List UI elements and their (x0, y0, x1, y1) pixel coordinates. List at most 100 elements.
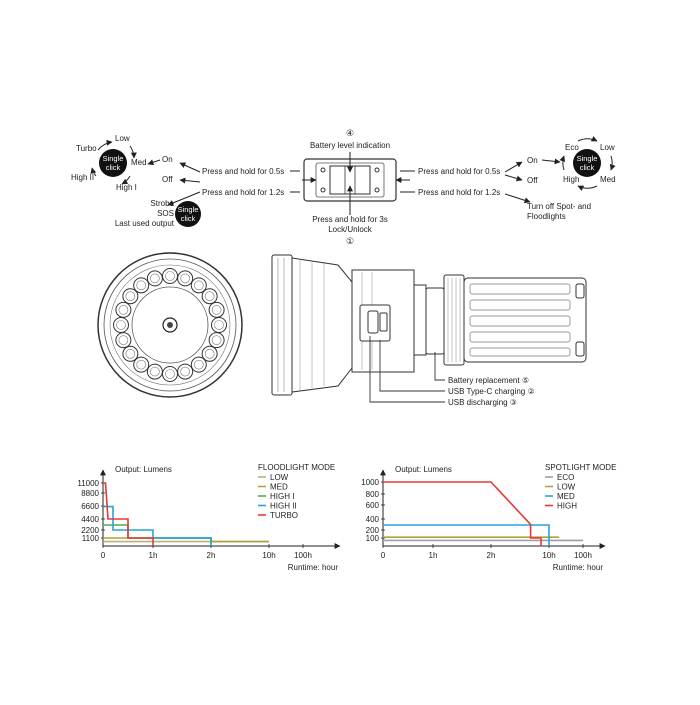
hold-arrow (504, 161, 523, 173)
led-icon (113, 317, 129, 333)
x-axis-title: Runtime: hour (288, 563, 339, 572)
legend-label: LOW (270, 473, 289, 482)
screw-icon (374, 167, 380, 173)
battery-replacement-label: Battery replacement ⑤ (448, 376, 529, 385)
callout-number-1: ① (346, 236, 354, 246)
y-tick-label: 1000 (361, 478, 379, 487)
series-line-high-ii (103, 505, 212, 546)
single-click-button-icon (175, 201, 201, 227)
led-lens-icon (180, 273, 190, 284)
floodlight-runtime-chart: Output: Lumens11000880066004400220011000… (77, 463, 341, 572)
on-label: On (527, 156, 538, 165)
led-lens-icon (180, 366, 190, 377)
usb-a-port-icon (379, 312, 388, 332)
y-tick-label: 6600 (81, 502, 99, 511)
x-tick-label: 1h (429, 551, 438, 560)
mode-high1-label: High I (116, 183, 137, 192)
x-tick-label: 10h (262, 551, 275, 560)
single-click-label: Single (103, 154, 124, 163)
x-tick-label: 0 (101, 551, 106, 560)
series-line-high (383, 481, 542, 546)
y-tick-label: 100 (366, 534, 380, 543)
tail-switch-diagram: ④ Battery level indication Press and hol… (302, 128, 410, 246)
led-lens-icon (136, 359, 146, 370)
led-lens-icon (214, 320, 224, 330)
led-icon (208, 301, 225, 318)
y-tick-label: 400 (366, 515, 380, 524)
mode-turbo-label: Turbo (76, 144, 97, 153)
x-tick-label: 2h (207, 551, 216, 560)
mode-low-label: Low (115, 134, 130, 143)
series-line-med (383, 524, 550, 546)
led-lens-icon (150, 366, 160, 377)
single-click-label: Single (577, 154, 598, 163)
hold-12-label: Press and hold for 1.2s (202, 188, 284, 197)
mode-low-label: Low (600, 143, 615, 152)
hold-arrow (179, 162, 201, 173)
led-lens-icon (118, 305, 129, 315)
y-tick-label: 600 (366, 501, 380, 510)
legend-label: TURBO (270, 511, 298, 520)
led-icon (177, 363, 194, 380)
legend-label: LOW (557, 483, 576, 492)
legend-label: MED (557, 492, 575, 501)
led-icon (177, 270, 194, 287)
led-icon (208, 332, 225, 349)
single-click-label: click (181, 214, 196, 223)
front-view-drawing (97, 252, 243, 398)
legend-label: ECO (557, 473, 574, 482)
cycle-arrow-icon (609, 155, 616, 171)
cycle-arrow-icon (90, 167, 97, 177)
led-icon (122, 288, 139, 305)
sos-label: SOS (157, 209, 174, 218)
x-tick-label: 100h (294, 551, 312, 560)
y-tick-label: 800 (366, 490, 380, 499)
turn-off-label: Turn off Spot- and (527, 202, 591, 211)
y-tick-label: 2200 (81, 526, 99, 535)
led-icon (201, 345, 218, 362)
y-tick-label: 1100 (82, 534, 100, 543)
x-tick-label: 0 (381, 551, 386, 560)
legend-title: FLOODLIGHT MODE (258, 463, 335, 472)
center-lens-icon (162, 317, 178, 333)
x-tick-label: 10h (542, 551, 555, 560)
screw-icon (320, 187, 326, 193)
mode-med-label: Med (600, 175, 616, 184)
y-axis-title: Output: Lumens (115, 465, 172, 474)
led-icon (146, 363, 163, 380)
led-lens-icon (211, 305, 222, 315)
strobe-label: Strobe (150, 199, 174, 208)
led-icon (162, 268, 178, 284)
hold-arrow (167, 191, 201, 206)
mode-eco-label: Eco (565, 143, 579, 152)
callout-lines (369, 336, 445, 403)
led-icon (115, 301, 132, 318)
hold-arrow (179, 177, 201, 184)
led-icon (201, 288, 218, 305)
usb-c-charging-label: USB Type-C charging ② (448, 387, 535, 396)
floodlight-ui-diagram: Single click Low Turbo Med High II High … (71, 134, 300, 228)
led-icon (133, 277, 150, 294)
on-arrow (541, 158, 561, 165)
y-axis-title: Output: Lumens (395, 465, 452, 474)
single-click-label: click (106, 163, 121, 172)
led-lens-icon (150, 273, 160, 284)
y-tick-label: 11000 (77, 479, 99, 488)
led-icon (211, 317, 227, 333)
hold-12-label: Press and hold for 1.2s (418, 188, 500, 197)
mode-high-label: High (563, 175, 579, 184)
led-icon (190, 277, 207, 294)
led-icon (146, 270, 163, 287)
screw-icon (320, 167, 326, 173)
cycle-arrow-icon (577, 135, 598, 142)
y-tick-label: 8800 (81, 489, 99, 498)
y-tick-label: 4400 (81, 515, 99, 524)
led-lens-icon (136, 280, 146, 291)
cycle-arrow-icon (121, 175, 131, 185)
single-click-label: click (580, 163, 595, 172)
x-axis-title: Runtime: hour (553, 563, 604, 572)
on-arrow (147, 159, 161, 166)
x-tick-label: 2h (487, 551, 496, 560)
led-icon (115, 332, 132, 349)
